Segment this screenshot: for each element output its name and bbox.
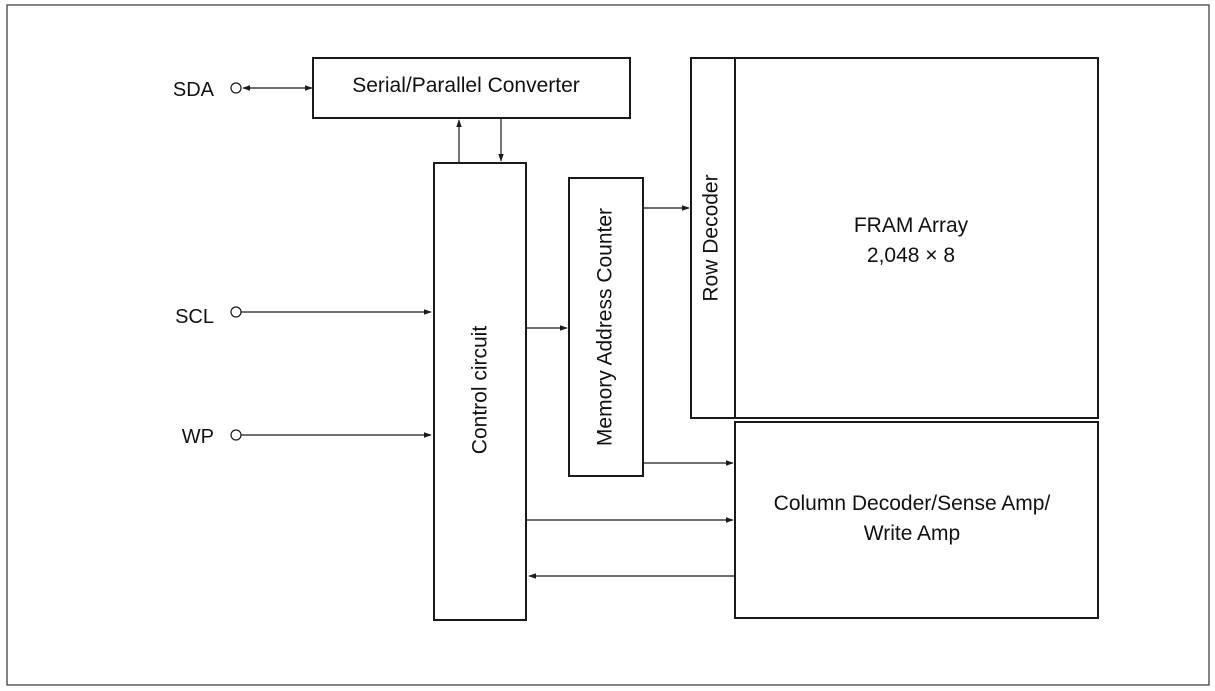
- fram-array-size: 2,048 × 8: [867, 244, 955, 267]
- pin-label-sda: SDA: [173, 79, 215, 101]
- pin-scl: [230, 306, 242, 318]
- memory-address-counter-label: Memory Address Counter: [594, 208, 617, 446]
- pin-wp: [230, 429, 242, 441]
- control-circuit-label: Control circuit: [469, 326, 492, 455]
- pin-sda: [230, 82, 242, 94]
- column-decoder-block: [734, 421, 1099, 619]
- fram-array-title: FRAM Array: [854, 214, 969, 237]
- row-decoder-label: Row Decoder: [700, 174, 723, 301]
- pin-label-wp: WP: [182, 426, 214, 448]
- outer-frame: [6, 4, 1210, 686]
- column-decoder-label-line2: Write Amp: [864, 522, 960, 545]
- serial-parallel-converter-label: Serial/Parallel Converter: [352, 74, 580, 97]
- control-circuit-block: [433, 162, 527, 621]
- pin-label-scl: SCL: [175, 306, 214, 328]
- fram-array-block: [734, 57, 1099, 419]
- serial-parallel-converter-block: [312, 57, 631, 119]
- row-decoder-block: [690, 57, 736, 419]
- memory-address-counter-block: [568, 177, 644, 477]
- column-decoder-label-line1: Column Decoder/Sense Amp/: [774, 492, 1051, 515]
